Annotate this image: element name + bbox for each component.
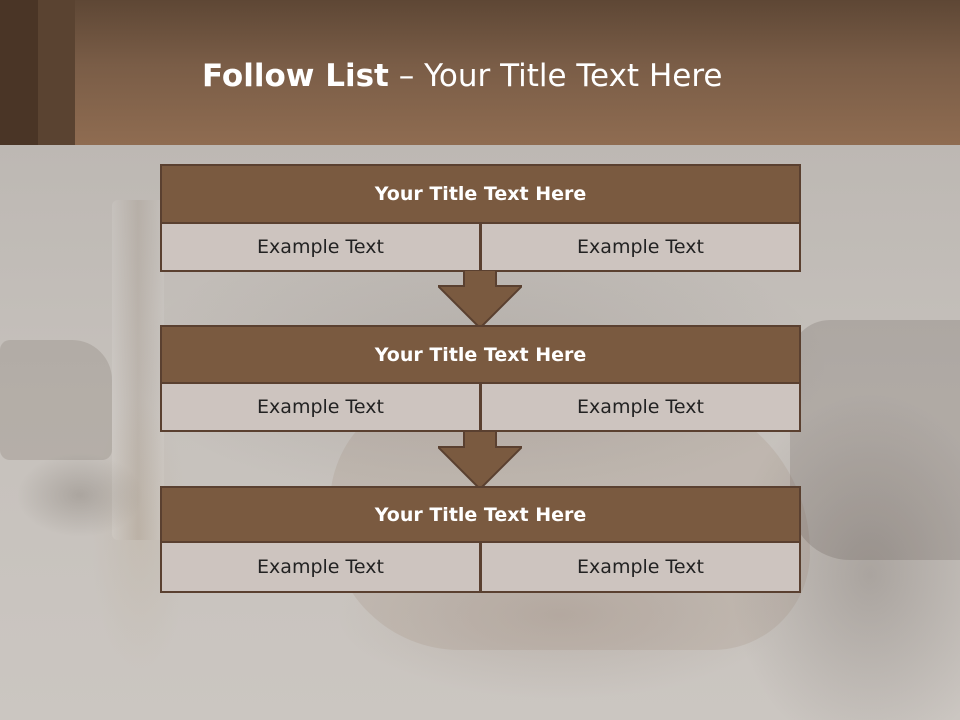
down-arrow-icon bbox=[438, 431, 522, 489]
cell-text: Example Text bbox=[257, 556, 384, 578]
header-band: Follow List – Your Title Text Here bbox=[0, 0, 960, 145]
step-title-box: Your Title Text Here bbox=[160, 325, 801, 384]
cell-text: Example Text bbox=[577, 396, 704, 418]
slide-title: Follow List – Your Title Text Here bbox=[202, 56, 722, 100]
background-glass bbox=[112, 200, 164, 540]
header-accent-strip bbox=[38, 0, 75, 145]
step-cell-left: Example Text bbox=[160, 382, 481, 432]
follow-list-step-2: Your Title Text Here Example Text Exampl… bbox=[160, 325, 801, 433]
step-cell-right: Example Text bbox=[480, 541, 801, 593]
background-dish bbox=[0, 340, 112, 460]
step-cell-left: Example Text bbox=[160, 222, 481, 272]
slide-title-bold: Follow List bbox=[202, 58, 389, 94]
step-cell-left: Example Text bbox=[160, 541, 481, 593]
cell-text: Example Text bbox=[577, 236, 704, 258]
step-cell-right: Example Text bbox=[480, 222, 801, 272]
step-title: Your Title Text Here bbox=[374, 503, 587, 526]
step-title-box: Your Title Text Here bbox=[160, 164, 801, 224]
cell-text: Example Text bbox=[577, 556, 704, 578]
follow-list-step-1: Your Title Text Here Example Text Exampl… bbox=[160, 164, 801, 272]
step-title-box: Your Title Text Here bbox=[160, 486, 801, 543]
cell-text: Example Text bbox=[257, 236, 384, 258]
step-title: Your Title Text Here bbox=[374, 343, 587, 366]
follow-list-step-3: Your Title Text Here Example Text Exampl… bbox=[160, 486, 801, 593]
header-accent-strip bbox=[0, 0, 38, 145]
slide-title-rest: – Your Title Text Here bbox=[398, 58, 723, 94]
cell-text: Example Text bbox=[257, 396, 384, 418]
step-cell-right: Example Text bbox=[480, 382, 801, 432]
background-jacket bbox=[790, 320, 960, 560]
step-title: Your Title Text Here bbox=[374, 183, 587, 205]
down-arrow-icon bbox=[438, 270, 522, 328]
